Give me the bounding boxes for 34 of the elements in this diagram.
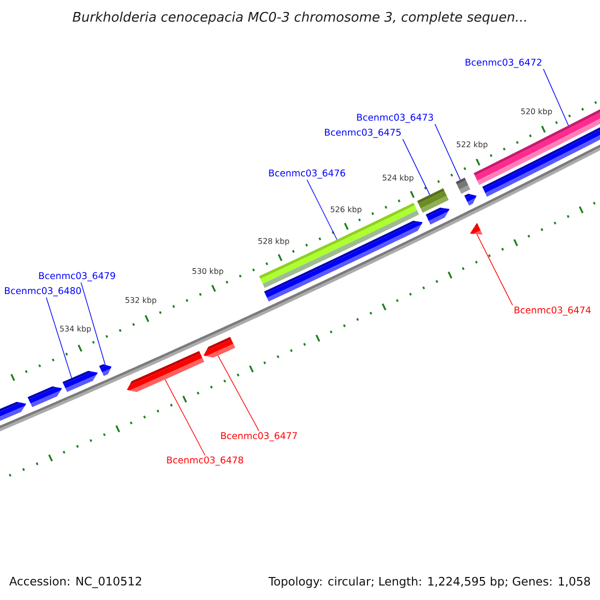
gene-label: Bcenmc03_6476	[269, 169, 346, 179]
gene-label: Bcenmc03_6473	[357, 114, 433, 123]
footer-text: Topology: circular; Length: 1,224,595 bp; Genes: 1,058	[268, 576, 590, 588]
gene-bar	[474, 108, 600, 185]
pointed-bar	[0, 402, 26, 422]
gene-label: Bcenmc03_6477	[221, 432, 297, 442]
leader-line	[164, 379, 206, 456]
leader-line	[402, 138, 430, 196]
triangle-marker	[470, 222, 483, 235]
footer-text: Accession: NC_010512	[9, 576, 142, 588]
gene-label: Bcenmc03_6480	[5, 287, 81, 296]
gene-label: Bcenmc03_6475	[325, 128, 401, 138]
gene-bar	[259, 202, 420, 288]
leader-line	[434, 124, 461, 180]
leader-line	[543, 68, 569, 126]
leader-line	[306, 179, 338, 240]
pointed-bar	[28, 386, 62, 408]
leader-line	[218, 355, 260, 432]
gene-label: Bcenmc03_6472	[466, 58, 542, 68]
pointed-bar	[62, 370, 98, 392]
pointed-bar	[99, 364, 112, 376]
gene-bar	[417, 188, 449, 213]
leader-line	[80, 282, 106, 366]
pointed-bar	[464, 194, 477, 206]
gene-box	[456, 178, 470, 194]
pointed-bar	[426, 208, 450, 225]
pointed-bar	[126, 350, 204, 392]
leader-line	[46, 297, 72, 378]
gene-label: Bcenmc03_6479	[39, 272, 116, 282]
pointed-bar	[204, 336, 236, 358]
gene-label: Bcenmc03_6478	[167, 456, 244, 466]
gene-label: Bcenmc03_6474	[514, 306, 591, 316]
leader-line	[476, 234, 513, 306]
title: Burkholderia cenocepacia MC0-3 chromosome 3, complete sequen...	[72, 12, 526, 24]
